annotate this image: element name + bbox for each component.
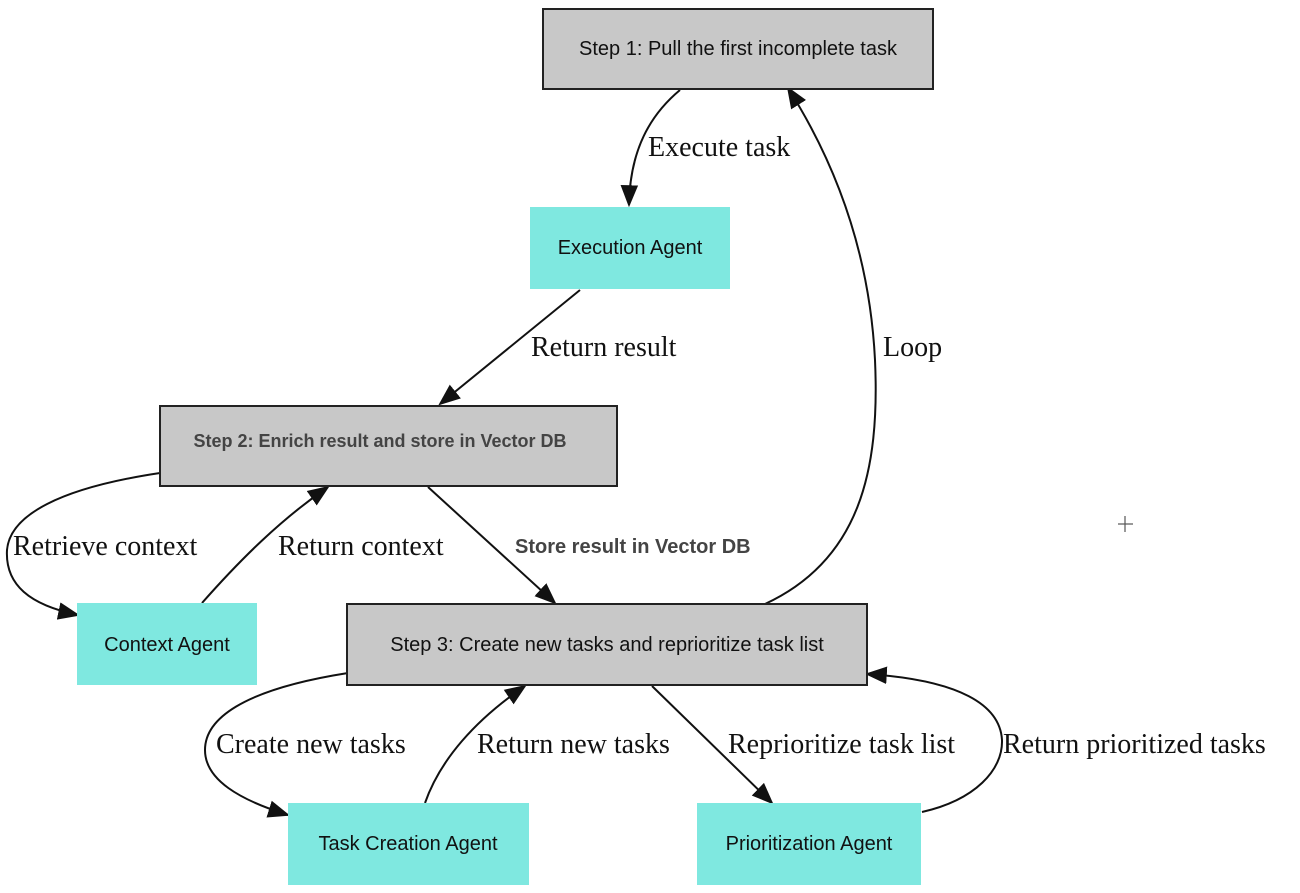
node-step-3: Step 3: Create new tasks and reprioritiz… (346, 603, 868, 686)
edge-loop (764, 86, 877, 605)
edge-return-prioritized (864, 666, 1004, 813)
node-step-1: Step 1: Pull the first incomplete task (542, 8, 934, 90)
label-reprioritize-task-list: Reprioritize task list (728, 729, 955, 760)
label-retrieve-context: Retrieve context (13, 531, 197, 562)
label-execute-task: Execute task (648, 132, 790, 163)
edge-return-context (201, 485, 330, 604)
edge-retrieve-context (5, 472, 161, 620)
node-execution-agent: Execution Agent (530, 207, 730, 289)
label-return-new-tasks: Return new tasks (477, 729, 670, 760)
edge-execute-task (620, 89, 681, 208)
node-context-agent: Context Agent (77, 603, 257, 685)
node-context-agent-label: Context Agent (104, 634, 230, 656)
node-step-1-label: Step 1: Pull the first incomplete task (579, 38, 898, 60)
label-return-result: Return result (531, 332, 677, 363)
node-task-creation-agent-label: Task Creation Agent (319, 833, 498, 855)
edge-return-result (438, 289, 581, 406)
node-step-3-label: Step 3: Create new tasks and reprioritiz… (390, 634, 824, 656)
label-loop: Loop (883, 332, 942, 363)
label-create-new-tasks: Create new tasks (216, 729, 406, 760)
label-return-context: Return context (278, 531, 444, 562)
edge-reprioritize (651, 685, 774, 805)
node-step-2: Step 2: Enrich result and store in Vecto… (159, 405, 618, 487)
node-task-creation-agent: Task Creation Agent (288, 803, 529, 885)
node-prioritization-agent-label: Prioritization Agent (726, 833, 893, 855)
label-store-result: Store result in Vector DB (515, 536, 751, 558)
edge-create-new-tasks (203, 672, 349, 818)
node-prioritization-agent: Prioritization Agent (697, 803, 921, 885)
crosshair-cursor-icon (1118, 516, 1133, 532)
edge-return-new-tasks (424, 684, 527, 804)
node-execution-agent-label: Execution Agent (558, 237, 703, 259)
label-return-prioritized-tasks: Return prioritized tasks (1003, 729, 1266, 760)
edge-store-result (427, 486, 557, 605)
node-step-2-label: Step 2: Enrich result and store in Vecto… (193, 431, 566, 451)
